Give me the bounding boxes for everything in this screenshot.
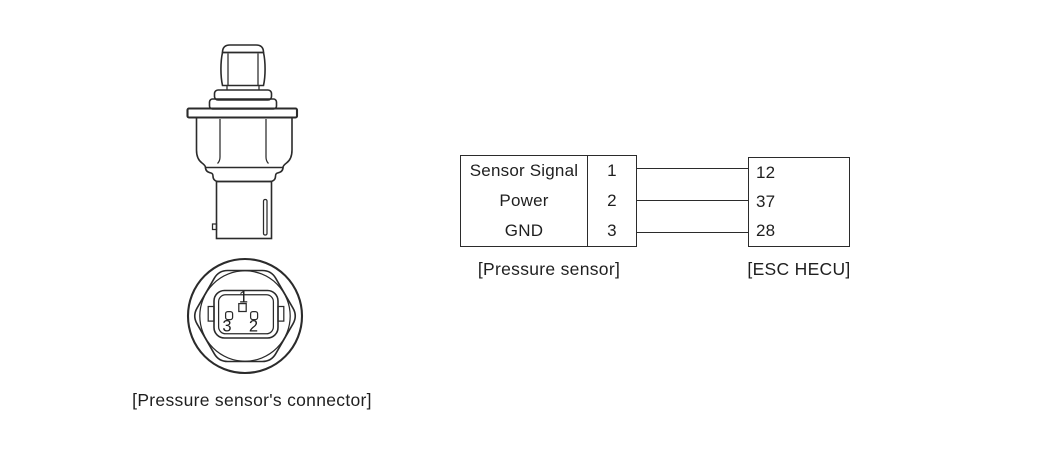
pressure-sensor-connector-view: 1 3 2 — [186, 257, 304, 375]
connector-pin-1-label: 1 — [239, 289, 248, 307]
wire-sensor-signal — [636, 167, 749, 170]
signal-label-gnd: GND — [504, 221, 544, 240]
connector-view-caption: [Pressure sensor's connector] — [132, 390, 372, 410]
wire-gnd — [636, 231, 749, 234]
pressure-sensor-pin-table: Sensor Signal Power GND 1 2 3 — [460, 155, 637, 247]
hecu-pin-12: 12 — [756, 162, 776, 182]
hecu-pin-28: 28 — [756, 221, 776, 241]
connector-pin-1-contact — [238, 302, 247, 313]
connector-pin-2-label: 2 — [249, 318, 258, 336]
signal-name-column: Sensor Signal Power GND — [461, 156, 587, 246]
sensor-pin-2: 2 — [607, 191, 617, 210]
esc-hecu-box: 12 37 28 — [748, 157, 850, 247]
connector-pin-2-contact — [249, 310, 259, 321]
hecu-pin-37: 37 — [756, 191, 776, 211]
pressure-sensor-caption: [Pressure sensor] — [477, 259, 621, 279]
sensor-pin-number-column: 1 2 3 — [587, 156, 636, 246]
connector-pin-3-label: 3 — [222, 318, 231, 336]
pressure-sensor-side-view — [186, 44, 299, 240]
sensor-pin-3: 3 — [607, 221, 617, 240]
sensor-pin-1: 1 — [607, 161, 617, 180]
connector-pin-3-contact — [224, 310, 234, 321]
signal-label-power: Power — [499, 191, 549, 210]
signal-label-sensor-signal: Sensor Signal — [469, 161, 579, 180]
wire-power — [636, 199, 749, 202]
esc-hecu-caption: [ESC HECU] — [747, 259, 851, 279]
